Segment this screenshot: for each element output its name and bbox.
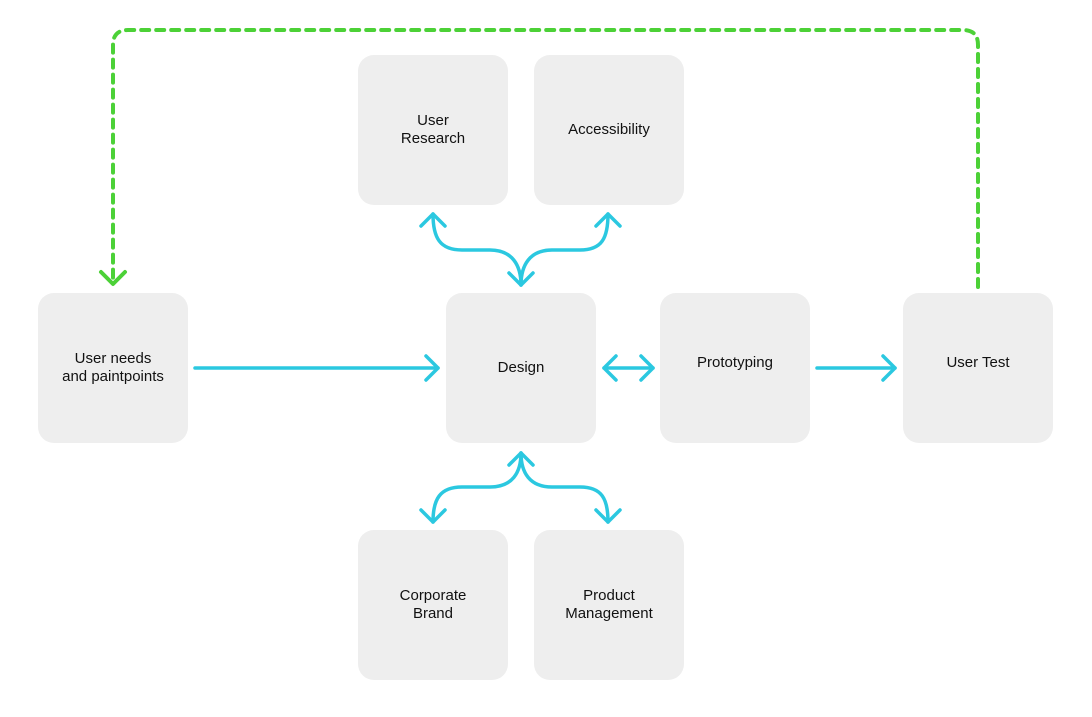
node-label: Prototyping — [697, 354, 773, 371]
node-design: Design — [446, 293, 596, 443]
node-label: User needs and paintpoints — [62, 350, 164, 385]
node-product-management: Product Management — [534, 530, 684, 680]
node-user-research: User Research — [358, 55, 508, 205]
node-user-needs: User needs and paintpoints — [38, 293, 188, 443]
node-accessibility: Accessibility — [534, 55, 684, 205]
node-prototyping: Prototyping — [660, 293, 810, 443]
edge-user-test-to-user-needs — [99, 28, 980, 289]
node-label: Design — [497, 359, 545, 376]
node-label: User Test — [946, 354, 1010, 371]
edge-prototyping-to-user-test — [815, 354, 897, 382]
edge-user-needs-to-design — [193, 354, 440, 382]
edge-design-top-fork — [419, 212, 622, 287]
node-label: User Research — [400, 112, 466, 147]
node-label: Accessibility — [568, 121, 650, 138]
node-corporate-brand: Corporate Brand — [358, 530, 508, 680]
node-label: Corporate Brand — [399, 587, 467, 622]
edge-design-bottom-fork — [419, 451, 622, 524]
edge-design-prototyping — [602, 354, 655, 382]
node-user-test: User Test — [903, 293, 1053, 443]
node-label: Product Management — [565, 587, 653, 622]
